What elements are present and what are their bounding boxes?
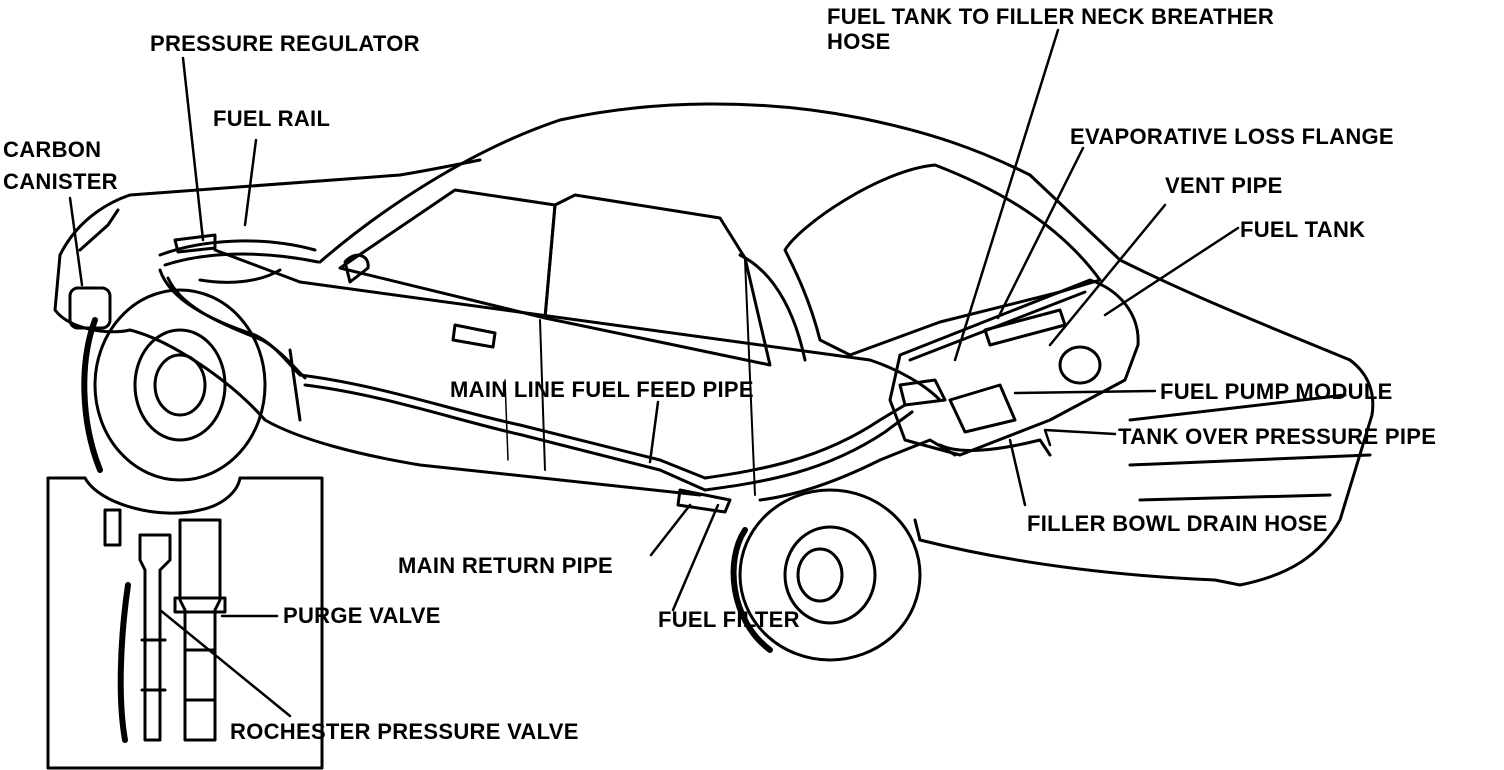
filler-bowl-drain-hose-label: FILLER BOWL DRAIN HOSE (1027, 511, 1328, 536)
rear-wheel (730, 488, 922, 662)
rochester-pressure-valve-label: ROCHESTER PRESSURE VALVE (230, 719, 579, 744)
fuel-pump-module-label: FUEL PUMP MODULE (1160, 379, 1393, 404)
main-line-fuel-feed-pipe-label: MAIN LINE FUEL FEED PIPE (450, 377, 754, 402)
fuel-tank-breather-label-line1: FUEL TANK TO FILLER NECK BREATHER (827, 4, 1275, 29)
car-body (53, 102, 1375, 587)
engine-fuel-rail (68, 233, 320, 380)
front-wheel (81, 288, 267, 482)
purge-valve-label: PURGE VALVE (283, 603, 441, 628)
fuel-rail-label: FUEL RAIL (213, 106, 331, 131)
vent-pipe-label: VENT PIPE (1165, 173, 1283, 198)
fuel-tank-label: FUEL TANK (1240, 217, 1366, 242)
fuel-tank-breather-label-line2: HOSE (827, 29, 891, 54)
tank-over-pressure-pipe-label: TANK OVER PRESSURE PIPE (1118, 424, 1437, 449)
fuel-lines (298, 373, 957, 514)
carbon-canister-label-line2: CANISTER (3, 169, 118, 194)
fuel-tank (888, 278, 1140, 457)
leader-lines (68, 28, 1240, 718)
carbon-canister-label-line1: CARBON (3, 137, 102, 162)
valve-inset (46, 476, 324, 770)
main-return-pipe-label: MAIN RETURN PIPE (398, 553, 614, 578)
pressure-regulator-label: PRESSURE REGULATOR (150, 31, 420, 56)
fuel-filter-label: FUEL FILTER (658, 607, 800, 632)
evaporative-loss-flange-label: EVAPORATIVE LOSS FLANGE (1070, 124, 1394, 149)
